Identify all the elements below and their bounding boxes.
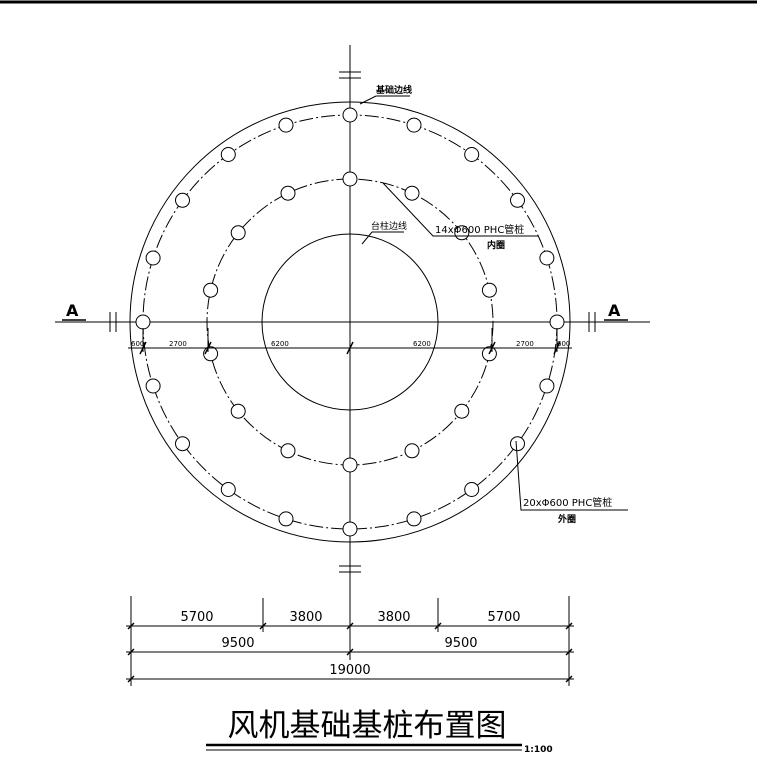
outer-pile [464,147,480,162]
outer-ring-label: 外圈 [557,513,576,525]
section-label-left: A [66,301,79,320]
outer-pile [175,436,190,452]
dim-9500-right: 9500 [444,636,477,651]
inner-ring-label: 内圈 [487,239,505,251]
outer-pile [342,107,358,123]
outer-pile [539,250,555,266]
dim-5700-left: 5700 [180,610,213,625]
section-label-right: A [608,301,621,320]
inner-pile [342,457,358,473]
outer-pile [406,117,422,133]
outer-pile [549,314,565,330]
outer-pile [145,378,161,394]
pile-cap-edge-leader [361,231,404,245]
dim-19000: 19000 [329,663,370,678]
drawing-scale: 1:100 [524,745,553,755]
outer-pile [510,436,525,452]
radial-dim-2700-left: 2700 [169,340,187,348]
radial-dim-600-right: 600 [557,340,570,348]
outer-pile [464,482,480,497]
inner-pile [342,171,358,187]
inner-pile [230,403,246,419]
inner-pile [230,225,246,241]
radial-dim-6200-right: 6200 [413,340,431,348]
inner-pile [404,443,420,459]
outer-pile [135,314,151,330]
foundation-edge-label: 基础边线 [375,84,412,96]
radial-dim-6200-left: 6200 [271,340,289,348]
pile-cap-edge-label: 台柱边线 [371,220,407,232]
dim-5700-right: 5700 [487,610,520,625]
inner-pile-leader [382,182,538,237]
outer-pile [406,511,422,527]
foundation-edge-leader [359,95,410,105]
outer-pile [175,192,190,208]
dim-3800-left: 3800 [289,610,322,625]
outer-pile [278,511,294,527]
outer-pile [220,147,236,162]
outer-pile [220,482,236,497]
drawing-title: 风机基础基桩布置图 [228,708,507,744]
radial-dimension-ticks [139,328,561,355]
bottom-dimension-chains [126,596,574,686]
outer-pile [278,117,294,133]
outer-pile [145,250,161,266]
radial-dim-600-left: 600 [131,340,144,348]
inner-pile-label: 14xΦ600 PHC管桩 [435,223,524,236]
dim-3800-right: 3800 [377,610,410,625]
inner-pile-group [203,171,497,473]
outer-pile [539,378,555,394]
inner-pile [280,443,296,459]
inner-pile [454,403,470,419]
outer-pile [510,192,525,208]
outer-pile-group [135,107,565,537]
outer-pile [342,521,358,537]
dim-9500-left: 9500 [221,636,254,651]
radial-dim-2700-right: 2700 [516,340,534,348]
inner-pile [203,282,219,298]
outer-pile-leader [515,440,628,511]
inner-pile [280,185,296,201]
inner-pile [481,282,497,298]
inner-pile [404,185,420,201]
outer-pile-label: 20xΦ600 PHC管桩 [523,496,612,509]
